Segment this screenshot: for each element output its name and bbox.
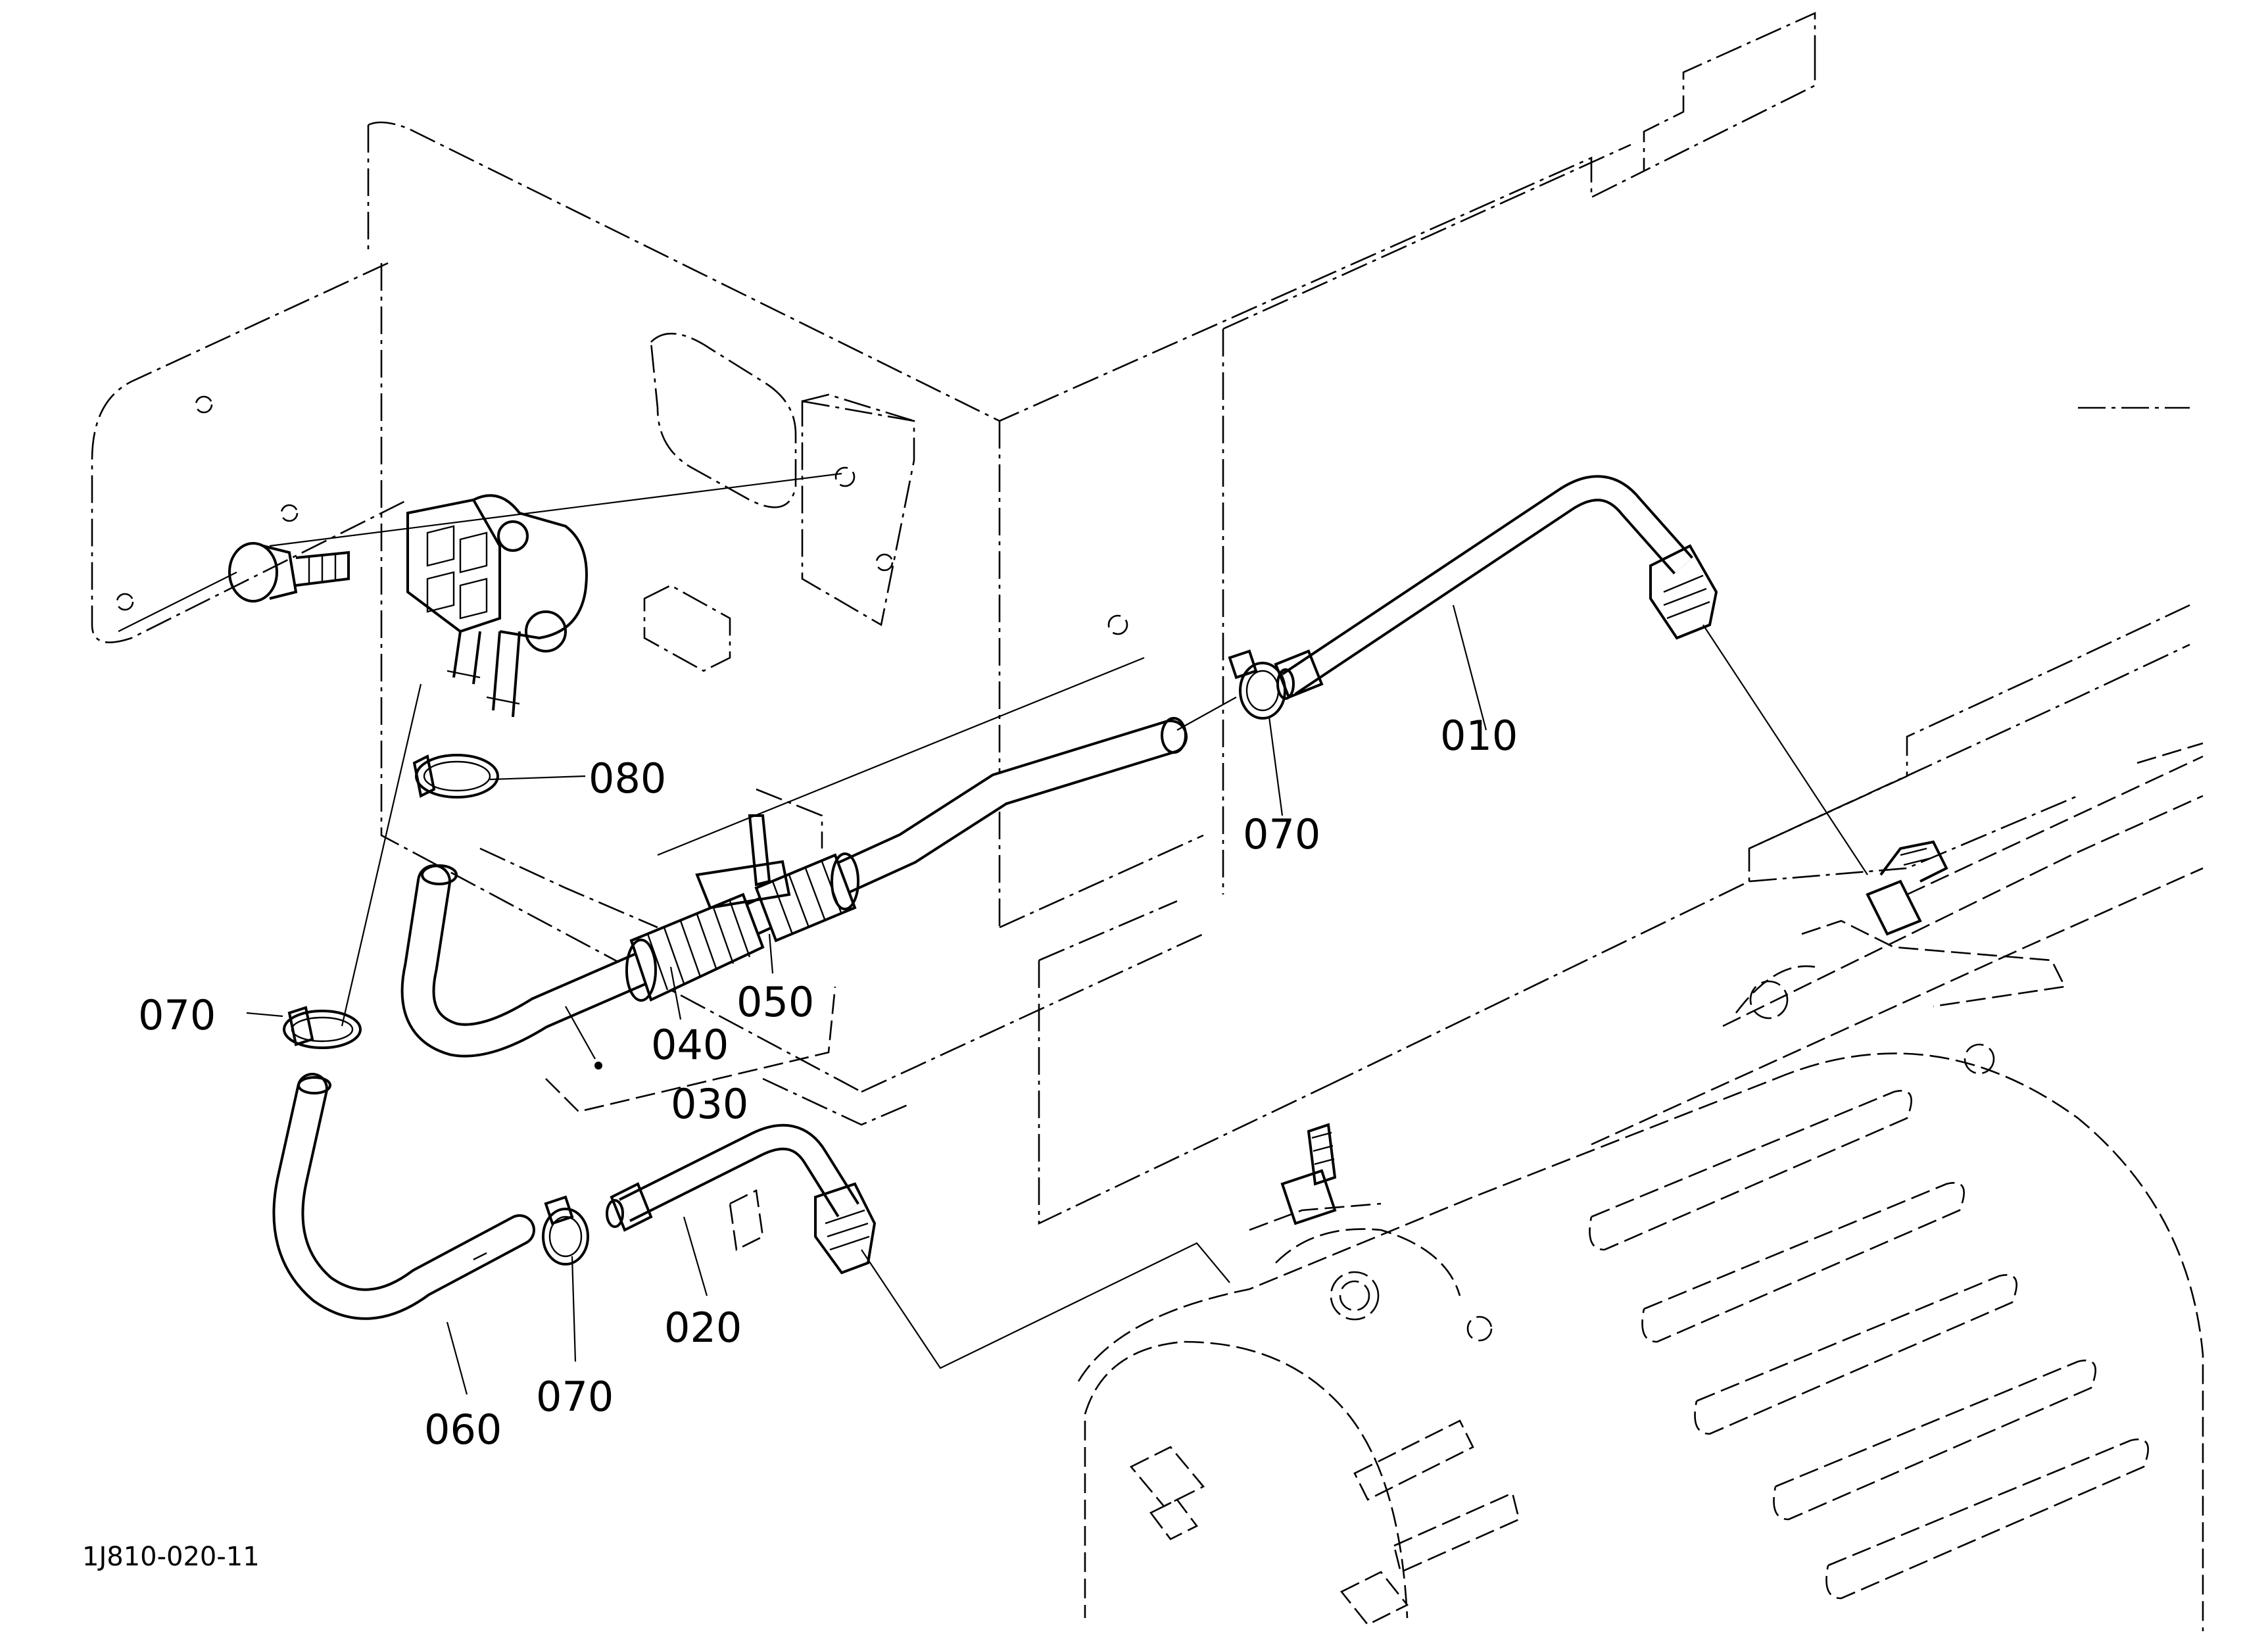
sleeve-clip [695,788,823,910]
callout-050: 050 [736,978,814,1026]
hose-030 [400,717,1188,1058]
valve-bracket [406,494,588,718]
hose-060 [272,1073,535,1320]
drawing-code: 1J810-020-11 [82,1542,260,1572]
callout-080: 080 [589,754,666,802]
leader-lines [118,472,1868,1395]
callout-070-top: 070 [1243,810,1320,858]
sensor-fitting-center [1249,1123,1382,1231]
callout-030: 030 [671,1080,748,1128]
mounting-bolt [228,542,350,602]
callout-060: 060 [424,1406,502,1454]
engine-component [1077,742,2204,1631]
callout-070-left: 070 [138,991,216,1039]
callouts: 010 020 030 040 050 060 070 070 070 080 [138,712,1518,1454]
sleeve-040 [625,893,765,1002]
background-panel [91,11,2190,1225]
clamp-080 [412,754,499,799]
pipe-020 [606,1123,877,1275]
sensor-fitting-right [1801,840,2066,1008]
callout-040: 040 [651,1021,729,1069]
sleeve-050 [754,852,859,943]
callout-020: 020 [664,1304,742,1352]
callout-010: 010 [1440,712,1518,760]
clamp-070-left [283,1006,362,1049]
clamp-070-top [1228,649,1286,720]
pipe-010 [1274,475,1718,700]
callout-070-bottom: 070 [536,1373,614,1421]
clamp-070-bottom [542,1195,589,1266]
